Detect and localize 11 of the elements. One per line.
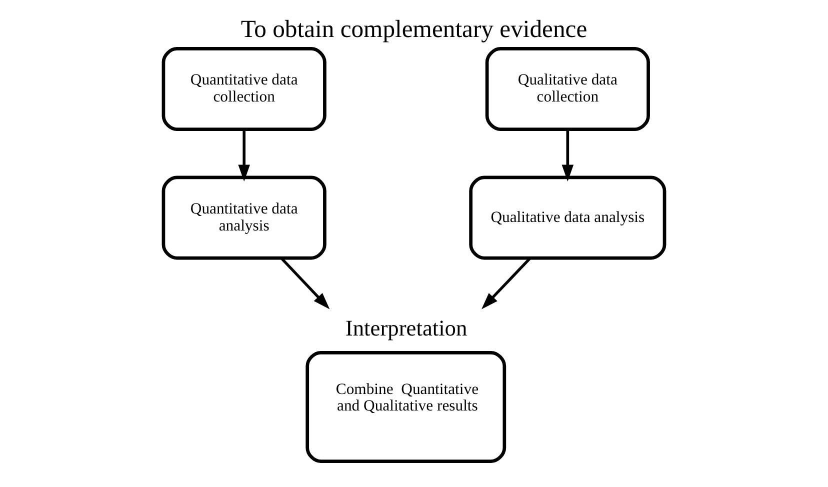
node-box: Qualitative data collection: [485, 47, 650, 131]
arrow: [481, 257, 532, 310]
node-box: Combine Quantitative and Qualitative results: [306, 350, 506, 463]
node-box: Quantitative data analysis: [162, 176, 326, 260]
arrow: [562, 129, 574, 182]
arrow: [238, 129, 250, 182]
arrow: [280, 257, 330, 310]
node-box: Qualitative data analysis: [469, 176, 666, 260]
node-label: Interpretation: [345, 315, 468, 340]
diagram-title: To obtain complementary evidence: [240, 16, 588, 44]
node-box: Quantitative data collection: [162, 47, 326, 131]
